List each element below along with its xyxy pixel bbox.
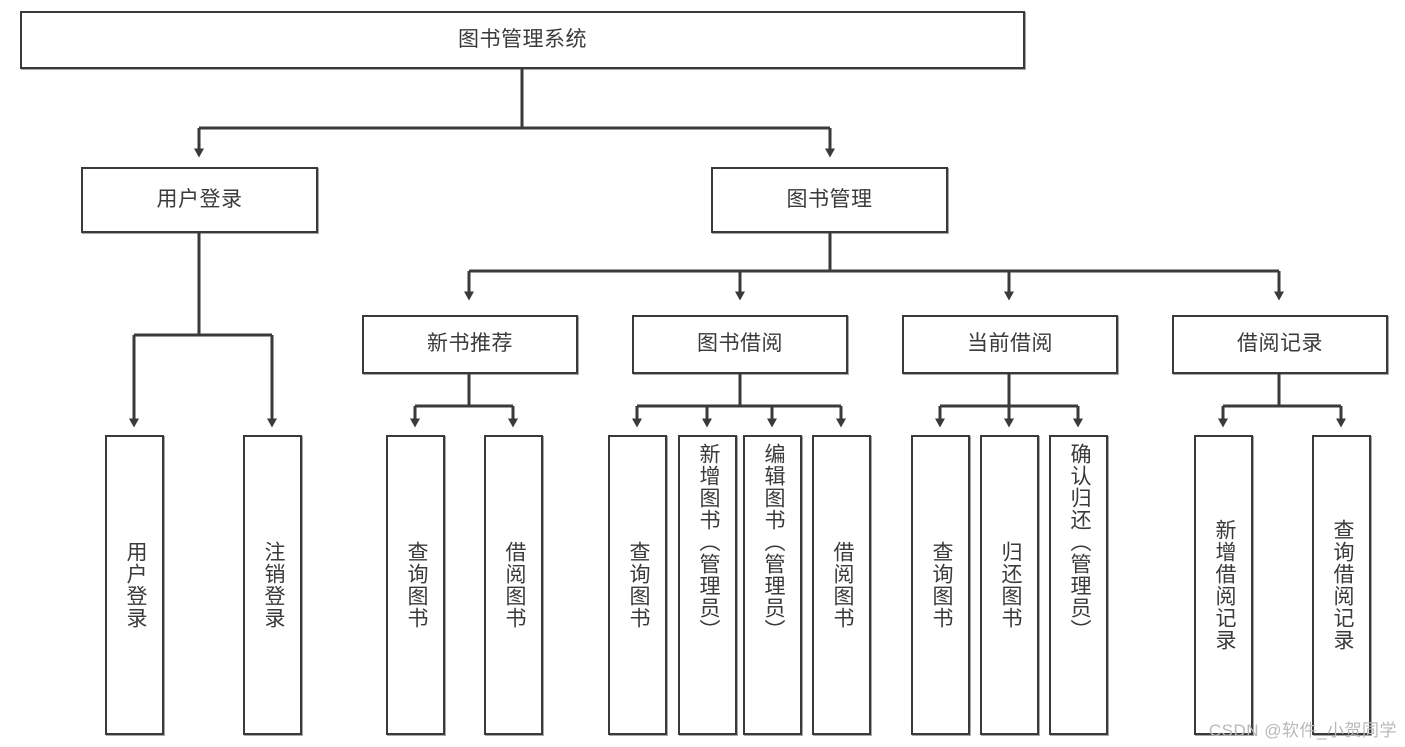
node-leaf-confirm-return-label: 确认归还（管理员） — [1067, 443, 1091, 641]
node-leaf-borrow-book-2[interactable]: 借阅图书 — [812, 435, 871, 735]
node-current-borrow[interactable]: 当前借阅 — [902, 315, 1118, 374]
node-leaf-add-book[interactable]: 新增图书（管理员） — [678, 435, 737, 735]
node-book-management[interactable]: 图书管理 — [711, 167, 948, 233]
node-leaf-add-record[interactable]: 新增借阅记录 — [1194, 435, 1253, 735]
node-leaf-query-book-2-label: 查询图书 — [626, 541, 650, 629]
node-leaf-edit-book-label: 编辑图书（管理员） — [761, 443, 785, 641]
node-root-label: 图书管理系统 — [458, 27, 587, 51]
node-user-login-label: 用户登录 — [156, 187, 243, 211]
node-new-book-recommend[interactable]: 新书推荐 — [362, 315, 578, 374]
node-leaf-query-book-1-label: 查询图书 — [404, 541, 428, 629]
node-leaf-query-book-1[interactable]: 查询图书 — [386, 435, 445, 735]
node-book-management-label: 图书管理 — [786, 187, 873, 211]
node-leaf-return-book-label: 归还图书 — [998, 541, 1022, 629]
node-leaf-user-login-label: 用户登录 — [123, 541, 147, 629]
node-root[interactable]: 图书管理系统 — [20, 11, 1025, 69]
node-leaf-query-book-3-label: 查询图书 — [929, 541, 953, 629]
node-leaf-user-login[interactable]: 用户登录 — [105, 435, 164, 735]
node-current-borrow-label: 当前借阅 — [967, 332, 1053, 356]
node-leaf-borrow-book-1-label: 借阅图书 — [502, 541, 526, 629]
node-book-borrow[interactable]: 图书借阅 — [632, 315, 848, 374]
node-book-borrow-label: 图书借阅 — [697, 332, 783, 356]
node-leaf-user-logout-label: 注销登录 — [261, 541, 285, 629]
node-leaf-query-book-2[interactable]: 查询图书 — [608, 435, 667, 735]
node-leaf-edit-book[interactable]: 编辑图书（管理员） — [743, 435, 802, 735]
node-user-login[interactable]: 用户登录 — [81, 167, 318, 233]
node-leaf-query-book-3[interactable]: 查询图书 — [911, 435, 970, 735]
node-leaf-return-book[interactable]: 归还图书 — [980, 435, 1039, 735]
node-leaf-user-logout[interactable]: 注销登录 — [243, 435, 302, 735]
node-borrow-records-label: 借阅记录 — [1237, 332, 1323, 356]
node-leaf-query-record[interactable]: 查询借阅记录 — [1312, 435, 1371, 735]
node-leaf-confirm-return[interactable]: 确认归还（管理员） — [1049, 435, 1108, 735]
node-leaf-borrow-book-2-label: 借阅图书 — [830, 541, 854, 629]
node-leaf-query-record-label: 查询借阅记录 — [1330, 519, 1354, 651]
node-leaf-add-book-label: 新增图书（管理员） — [696, 443, 720, 641]
node-borrow-records[interactable]: 借阅记录 — [1172, 315, 1388, 374]
csdn-watermark: CSDN @软件_小贺同学 — [1208, 721, 1397, 740]
node-leaf-add-record-label: 新增借阅记录 — [1212, 519, 1236, 651]
node-leaf-borrow-book-1[interactable]: 借阅图书 — [484, 435, 543, 735]
node-new-book-recommend-label: 新书推荐 — [427, 332, 513, 356]
